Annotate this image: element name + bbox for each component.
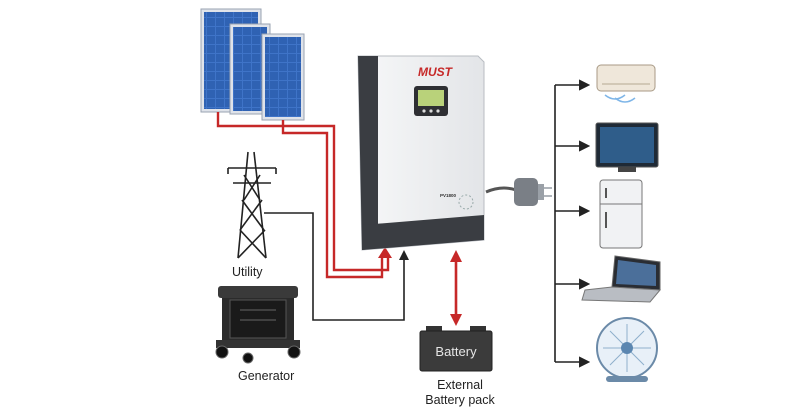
output-bus xyxy=(554,79,591,368)
utility-label: Utility xyxy=(232,265,263,279)
generator-icon xyxy=(215,286,301,364)
inverter-model: PV1800 xyxy=(440,193,457,198)
tv-icon xyxy=(595,122,659,172)
pv-wires xyxy=(216,112,390,279)
air-conditioner-icon xyxy=(596,64,656,103)
laptop-icon xyxy=(581,255,662,303)
battery-label: Battery xyxy=(435,344,477,359)
external-battery-line1: External xyxy=(437,378,483,392)
external-battery-label: External Battery pack xyxy=(418,378,502,408)
ac-input-wire xyxy=(264,212,405,321)
generator-label: Generator xyxy=(238,369,295,383)
ac-input-arrow xyxy=(399,250,409,260)
solar-panel-icon xyxy=(200,8,305,121)
pv-arrow xyxy=(378,247,392,258)
power-tower-icon xyxy=(227,151,277,259)
fan-icon xyxy=(596,317,658,382)
plug-icon xyxy=(485,178,552,206)
battery-wire xyxy=(450,250,462,326)
inverter-icon xyxy=(357,55,485,251)
fridge-icon xyxy=(599,179,643,249)
external-battery-line2: Battery pack xyxy=(425,393,495,407)
battery-icon xyxy=(419,326,493,372)
inverter-brand: MUST xyxy=(418,65,454,79)
